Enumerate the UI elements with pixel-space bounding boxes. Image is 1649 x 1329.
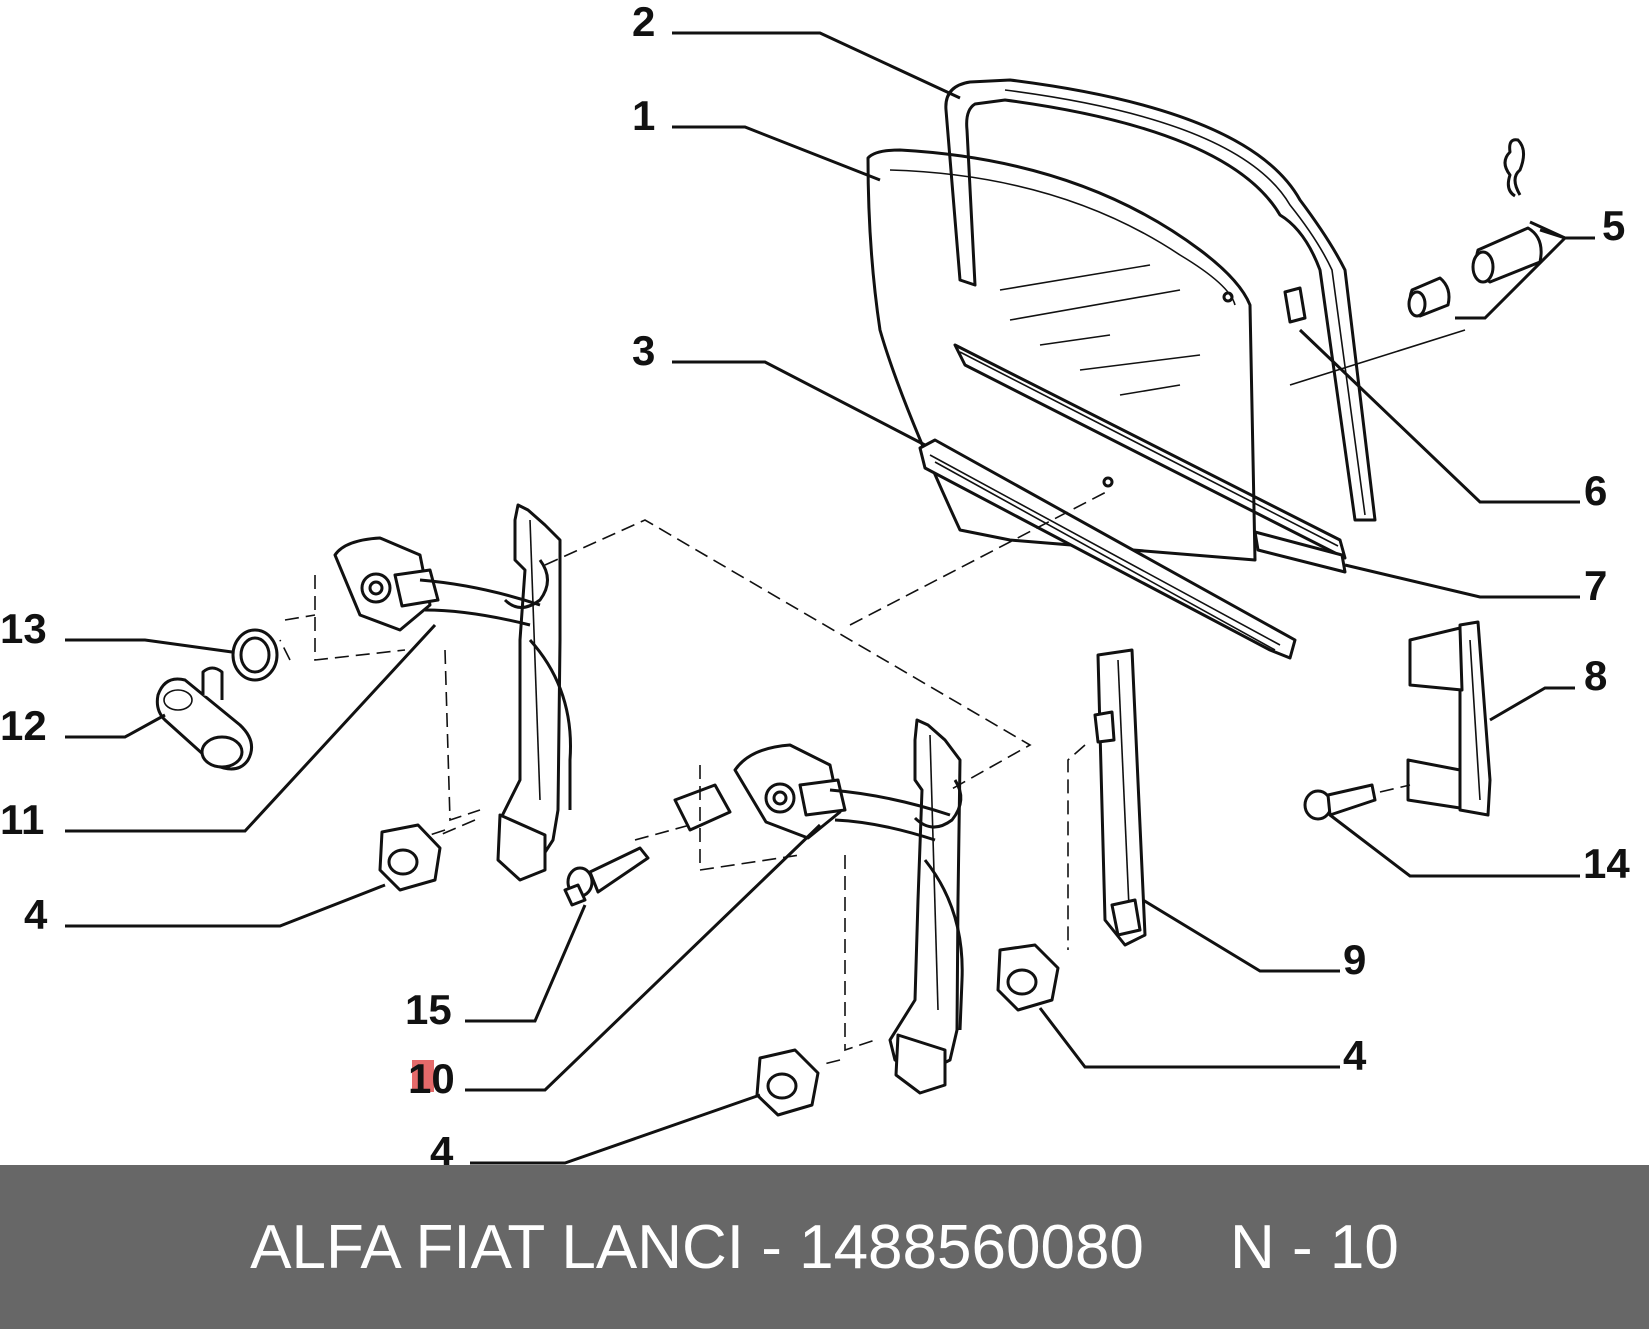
callout-15: 15 bbox=[405, 986, 452, 1033]
callout-1: 1 bbox=[632, 92, 655, 139]
glass-lower-strip bbox=[953, 343, 1347, 560]
leader-lines bbox=[65, 31, 1595, 1165]
callout-3: 3 bbox=[632, 327, 655, 374]
callout-10: 10 bbox=[408, 1055, 455, 1102]
part-3-lower-channel bbox=[918, 438, 1297, 660]
part-12-crank-handle bbox=[155, 666, 254, 771]
callout-numbers: 2 1 3 5 6 7 8 14 9 4 13 12 11 4 15 10 4 bbox=[0, 0, 1630, 1165]
assembly-dash-lines bbox=[279, 489, 1111, 836]
part-13-oring bbox=[231, 628, 279, 682]
part-15-push-pin bbox=[563, 846, 650, 907]
callout-8: 8 bbox=[1584, 652, 1607, 699]
part-5-clip-set bbox=[1289, 138, 1543, 386]
part-4-nut-middle bbox=[996, 943, 1060, 1012]
callout-4-right: 4 bbox=[1343, 1032, 1367, 1079]
part-9-guide-rail bbox=[1067, 648, 1147, 950]
footer-part-number: ALFA FIAT LANCI - 1488560080 N - 10 bbox=[250, 1212, 1399, 1282]
part-11-regulator-left bbox=[284, 503, 572, 882]
part-10-regulator-right bbox=[634, 718, 964, 1095]
part-6-clip bbox=[1283, 286, 1307, 324]
callout-13: 13 bbox=[0, 605, 47, 652]
callout-10-highlight bbox=[412, 1060, 434, 1092]
callout-4-left: 4 bbox=[24, 891, 48, 938]
callout-6: 6 bbox=[1584, 467, 1607, 514]
parts-diagram: 2 1 3 5 6 7 8 14 9 4 13 12 11 4 15 10 4 bbox=[0, 0, 1630, 1165]
part-7-slider bbox=[1253, 530, 1347, 574]
callout-5: 5 bbox=[1602, 202, 1625, 249]
part-4-nut-bottom bbox=[755, 1048, 820, 1117]
part-14-screw bbox=[1303, 783, 1411, 821]
callout-2: 2 bbox=[632, 0, 655, 45]
callout-9: 9 bbox=[1343, 936, 1366, 983]
callout-7: 7 bbox=[1584, 562, 1607, 609]
callout-12: 12 bbox=[0, 702, 47, 749]
part-2-run-channel bbox=[944, 78, 1377, 522]
part-1-door-glass bbox=[866, 148, 1257, 562]
callout-11: 11 bbox=[0, 796, 44, 843]
callout-4-bottom: 4 bbox=[430, 1128, 454, 1165]
part-8-bracket bbox=[1406, 620, 1492, 817]
callout-14: 14 bbox=[1583, 840, 1630, 887]
footer-bar: ALFA FIAT LANCI - 1488560080 N - 10 bbox=[0, 1165, 1649, 1329]
part-4-nut-left bbox=[378, 823, 442, 892]
